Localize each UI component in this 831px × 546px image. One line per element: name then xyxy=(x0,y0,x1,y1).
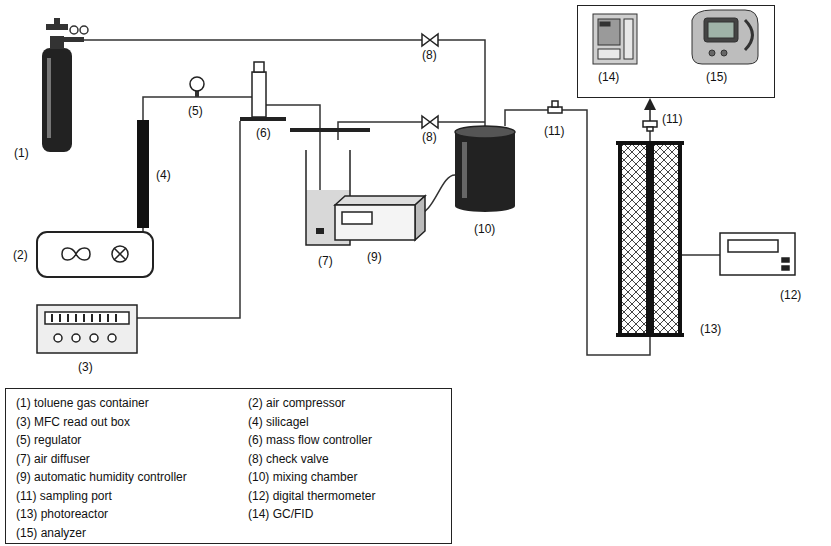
instrument-box: (14) (15) xyxy=(577,5,775,98)
callout-number: (5) xyxy=(188,104,203,118)
callout-number: (11) xyxy=(544,124,564,138)
key-entry: (13) photoreactor xyxy=(16,507,108,521)
callout-number: (13) xyxy=(700,322,721,336)
key-entry: (5) regulator xyxy=(16,433,81,447)
key-entry: (14) GC/FID xyxy=(248,507,313,521)
silicagel-column xyxy=(137,120,149,228)
key-entry: (8) check valve xyxy=(248,452,329,466)
key-entry: (11) sampling port xyxy=(16,489,112,503)
regulator xyxy=(190,77,204,97)
callout-number: (8) xyxy=(422,130,437,144)
callout-number: (15) xyxy=(706,70,727,84)
key-entry: (4) silicagel xyxy=(248,415,309,429)
callout-number: (7) xyxy=(318,254,333,268)
flow-arrow xyxy=(649,104,651,121)
key-entry: (1) toluene gas container xyxy=(16,396,149,410)
callout-number: (6) xyxy=(256,126,271,140)
photoreactor xyxy=(616,141,684,337)
callout-number: (2) xyxy=(13,248,28,262)
callout-number: (1) xyxy=(14,146,29,160)
mfc-readout-box xyxy=(37,305,137,353)
check-valve xyxy=(422,34,438,128)
callout-number: (10) xyxy=(474,222,495,236)
key-entry: (2) air compressor xyxy=(248,396,345,410)
key-entry: (15) analyzer xyxy=(16,526,86,540)
analyzer-instrument xyxy=(692,10,758,64)
callout-number: (14) xyxy=(598,70,619,84)
humidity-controller xyxy=(335,196,425,240)
callout-number: (8) xyxy=(422,48,437,62)
callout-number: (11) xyxy=(662,112,682,126)
key-entry: (6) mass flow controller xyxy=(248,433,372,447)
air-compressor xyxy=(37,232,153,277)
mixing-chamber xyxy=(455,126,515,212)
callout-number: (9) xyxy=(367,250,382,264)
key-entry: (10) mixing chamber xyxy=(248,470,357,484)
callout-number: (12) xyxy=(780,288,801,302)
gc-fid-instrument xyxy=(593,14,637,64)
mass-flow-controller xyxy=(240,62,286,121)
gas-pipe xyxy=(84,40,720,355)
key-entry: (7) air diffuser xyxy=(16,452,90,466)
callout-number: (4) xyxy=(156,168,171,182)
key-entry: (9) automatic humidity controller xyxy=(16,470,187,484)
digital-thermometer xyxy=(720,233,795,275)
callout-number: (3) xyxy=(78,360,93,374)
key-entry: (3) MFC read out box xyxy=(16,415,130,429)
gas-cylinder xyxy=(42,18,88,152)
key-entry: (12) digital thermometer xyxy=(248,489,375,503)
legend-key-box: (1) toluene gas container (2) air compres… xyxy=(5,388,452,544)
